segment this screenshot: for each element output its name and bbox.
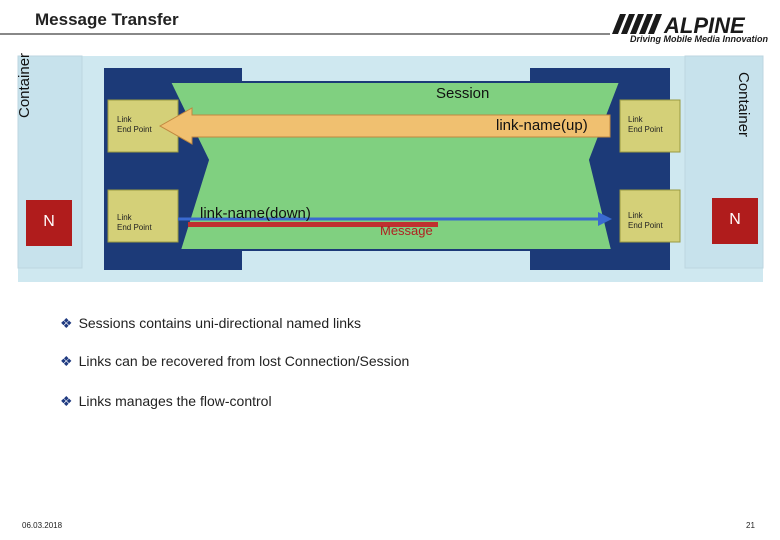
session-label: Session xyxy=(436,85,490,102)
page-number: 21 xyxy=(746,521,755,530)
container-label-right: Container xyxy=(735,72,752,138)
left-node-label: N xyxy=(43,213,55,230)
message-label: Message xyxy=(380,223,433,238)
container-label-left: Container xyxy=(16,52,33,118)
right-endpoint-upper xyxy=(619,99,681,153)
diamond-bullet-icon: ❖ xyxy=(60,315,73,331)
diamond-bullet-icon: ❖ xyxy=(60,393,73,409)
right-node-box xyxy=(712,198,758,244)
right-node-label: N xyxy=(729,211,741,228)
bullet-item: ❖Links can be recovered from lost Connec… xyxy=(60,353,410,369)
message-bar xyxy=(188,222,438,227)
left-endpoint-lower xyxy=(107,189,179,243)
footer-date: 06.03.2018 xyxy=(22,521,63,530)
left-node-box xyxy=(26,200,72,246)
right-endpoint-lower xyxy=(619,189,681,243)
link-up-label: link-name(up) xyxy=(496,117,588,134)
alpine-logo: ALPINE xyxy=(612,13,746,38)
logo-tagline: Driving Mobile Media Innovation xyxy=(630,34,769,44)
diamond-bullet-icon: ❖ xyxy=(60,353,73,369)
link-down-label: link-name(down) xyxy=(200,205,311,222)
page-title: Message Transfer xyxy=(35,10,179,29)
title-divider xyxy=(0,33,610,35)
bullet-item: ❖Links manages the flow-control xyxy=(60,393,272,409)
logo-wordmark: ALPINE xyxy=(663,13,746,38)
link-up-arrow xyxy=(158,107,611,145)
link-down-arrowhead xyxy=(598,212,612,226)
bullet-item: ❖Sessions contains uni-directional named… xyxy=(60,315,362,331)
